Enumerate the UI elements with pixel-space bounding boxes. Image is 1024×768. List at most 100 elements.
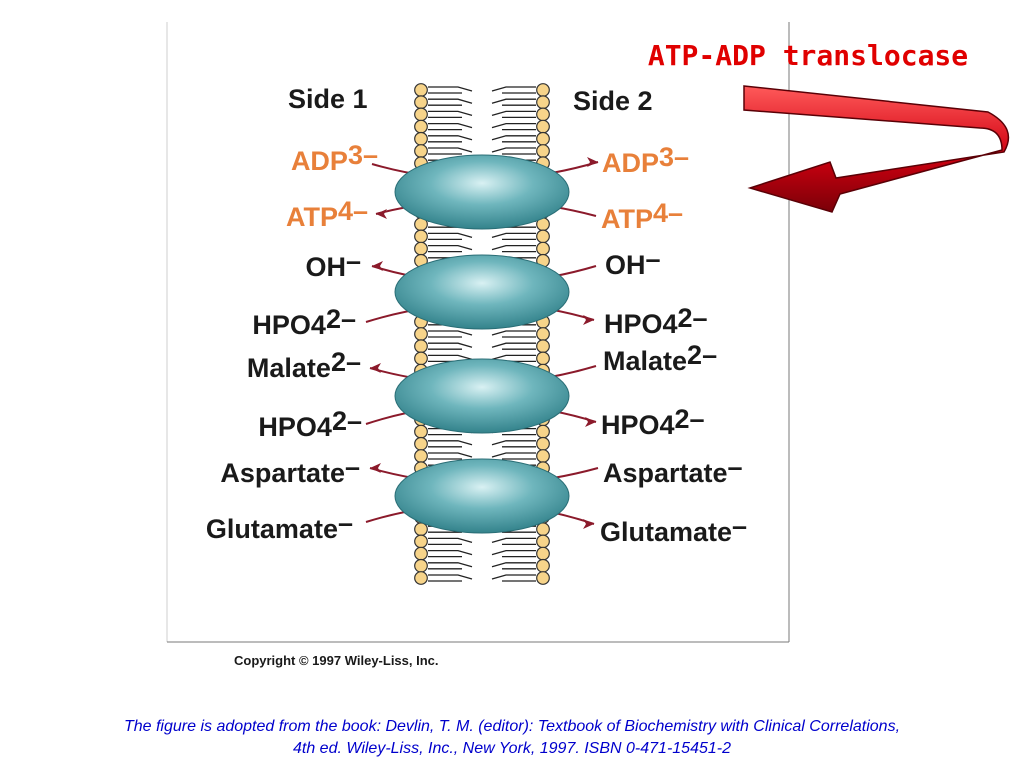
transporter-protein [394,254,570,330]
molecule-charge: 2– [326,304,356,334]
lipid-tail [491,549,536,556]
lipid-head [536,546,550,561]
lipid-head [536,436,550,451]
lipid-head [414,327,428,341]
lipid-tail [491,452,536,458]
lipid-head [536,351,550,366]
side-2-label-adp: ADP3– [602,142,689,178]
transporter-protein [394,358,570,434]
lipid-tail [428,440,473,446]
side-2-label-glutamate: Glutamate– [600,511,747,547]
lipid-head [414,339,428,354]
molecule-name: Malate [603,346,687,376]
lipid-head [536,571,550,585]
molecule-name: ATP [286,202,338,232]
side-2-label-aspartate: Aspartate– [603,452,743,488]
lipid-head [536,522,550,537]
lipid-tail [428,330,473,336]
lipid-tail [491,574,536,580]
lipid-head [414,571,428,585]
lipid-tail [491,135,536,141]
lipid-tail [491,440,536,446]
arrowhead-icon [376,209,387,219]
lipid-head [536,229,550,244]
lipid-tail [428,354,473,361]
lipid-tail [491,562,536,568]
lipid-tail [428,122,473,129]
lipid-tail [428,86,473,92]
arrowhead-icon [370,363,381,373]
lipid-tail [428,342,473,348]
lipid-head [414,131,428,146]
molecule-name: ATP [601,204,653,234]
lipid-head [414,83,428,97]
lipid-head [414,449,428,463]
molecule-charge: – [646,244,661,274]
lipid-head [414,229,428,244]
molecule-charge: 2– [687,340,717,370]
lipid-head [536,95,550,110]
lipid-head [536,424,550,439]
molecule-charge: 4– [338,196,368,226]
lipid-head [536,119,550,134]
side-1-label-aspartate: Aspartate– [220,452,360,488]
lipid-tail [491,537,536,544]
arrowhead-icon [583,315,594,325]
side-1-label-hpo4-2: HPO42– [258,406,362,442]
lipid-tail [491,147,536,153]
side-1-label-atp: ATP4– [286,196,368,232]
side-1-label-malate: Malate2– [247,347,361,383]
lipid-head [414,558,428,573]
lipid-head [536,449,550,463]
lipid-head [536,534,550,549]
lipid-tail [491,342,536,348]
molecule-name: OH [305,252,346,282]
lipid-tail [491,244,536,251]
lipid-head [414,95,428,110]
caption-line-1: The figure is adopted from the book: Dev… [123,718,901,735]
molecule-charge: 2– [332,406,362,436]
lipid-tail [491,354,536,361]
side-1-label-glutamate: Glutamate– [206,508,353,544]
molecule-charge: 4– [653,198,683,228]
molecule-charge: – [732,511,747,541]
lipid-head [536,107,550,122]
curved-arrow-icon [743,85,1010,213]
molecule-charge: – [728,452,743,482]
lipid-head [414,119,428,134]
lipid-head [414,144,428,158]
lipid-head [536,339,550,354]
lipid-head [536,558,550,573]
transporter-proteins [394,154,570,534]
side-1-molecule-labels: ADP3– ATP4– OH– HPO42– Malate2– HPO42– A… [206,140,378,544]
molecule-name: ADP [291,146,348,176]
lipid-tail [428,147,473,153]
lipid-head [536,83,550,97]
lipid-tail [428,232,473,239]
molecule-charge: – [338,508,353,538]
lipid-head [536,144,550,158]
lipid-tail [428,135,473,141]
molecule-name: Glutamate [600,517,732,547]
lipid-head [414,534,428,549]
figure-caption: The figure is adopted from the book: Dev… [20,716,1004,760]
side-2-label-hpo4-2: HPO42– [601,404,705,440]
copyright: Copyright © 1997 Wiley-Liss, Inc. [234,653,439,668]
transporter-protein [394,458,570,534]
lipid-tail [428,562,473,568]
arrowhead-icon [585,417,596,427]
arrowhead-icon [372,261,383,271]
molecule-charge: 2– [678,303,708,333]
lipid-tail [428,98,473,104]
arrowhead-icon [587,157,598,167]
arrowhead-icon [583,519,594,529]
lipid-head [414,241,428,256]
side-2-label-hpo4: HPO42– [604,303,708,339]
arrowhead-icon [370,463,381,473]
molecule-name: ADP [602,148,659,178]
lipid-head [536,327,550,341]
lipid-head [536,241,550,256]
side-1-label-hpo4: HPO42– [252,304,356,340]
transporter-protein [394,154,570,230]
